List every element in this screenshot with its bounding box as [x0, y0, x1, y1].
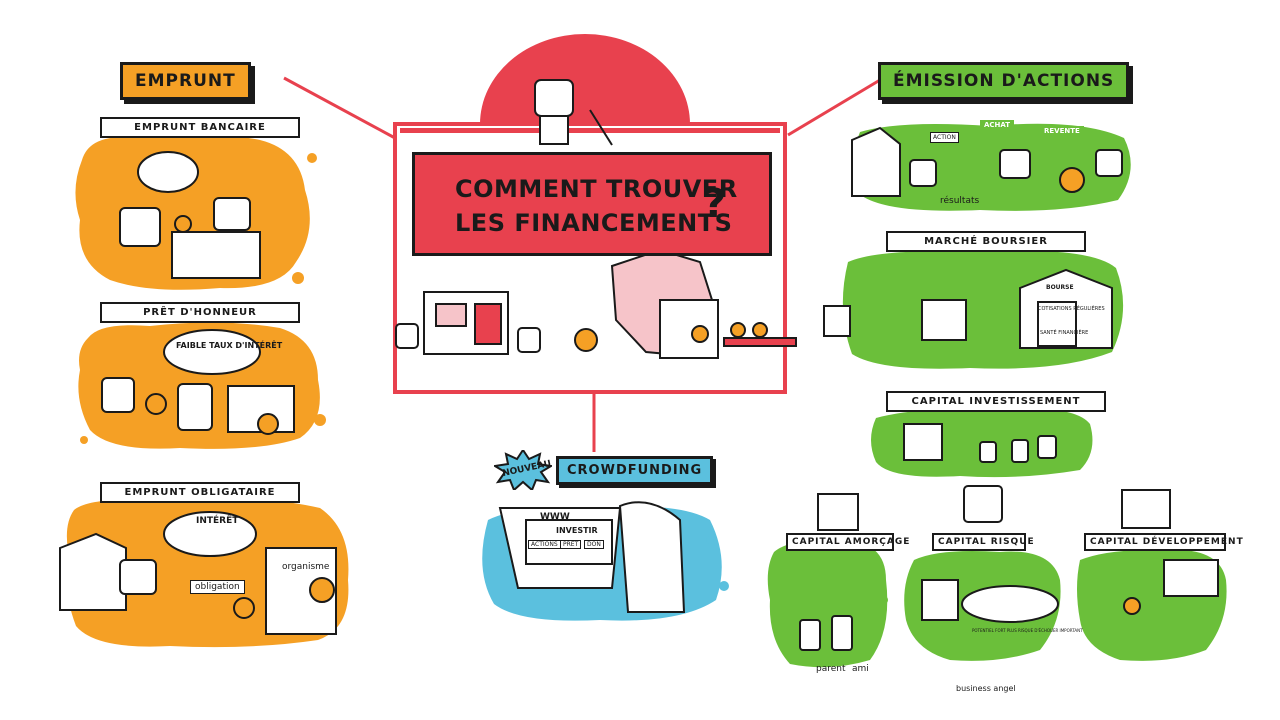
central-frame [393, 34, 787, 394]
pret-button: PRÊT [560, 540, 582, 549]
marche-boursier-ribbon: MARCHÉ BOURSIER [886, 231, 1086, 252]
main-title-box: COMMENT TROUVER LES FINANCEMENTS ? [412, 152, 772, 256]
business-angel-label: business angel [956, 684, 1016, 693]
parent-label: parent [816, 664, 846, 674]
capital-investissement-ribbon: CAPITAL INVESTISSEMENT [886, 391, 1106, 412]
achat-arrow: ACHAT [980, 120, 1015, 130]
action-card: ACTION [930, 132, 959, 143]
don-button: DON [584, 540, 604, 549]
capital-risque-ribbon: CAPITAL RISQUE [932, 533, 1034, 551]
bourse-sign: BOURSE [1046, 284, 1074, 291]
faible-taux-note: FAIBLE TAUX D'INTÉRÊT [176, 341, 283, 350]
organisme-sign: organisme [280, 562, 332, 572]
cotisations-note: COTISATIONS RÉGULIÈRES [1038, 306, 1105, 312]
interet-note: INTÉRÊT [196, 516, 239, 526]
emprunt-bancaire-ribbon: EMPRUNT BANCAIRE [100, 117, 300, 138]
main-title-line-2: LES FINANCEMENTS [455, 209, 733, 237]
crowdfunding-label: CROWDFUNDING [556, 456, 714, 485]
obligation-paper: obligation [190, 580, 245, 594]
www-label: WWW [540, 512, 570, 522]
capital-amorcage-ribbon: CAPITAL AMORÇAGE [786, 533, 909, 551]
cartoon-figures [59, 79, 1219, 651]
starburst-icon [492, 448, 554, 492]
connector-lines [283, 76, 881, 452]
sante-note: SANTÉ FINANCIÈRE [1040, 330, 1089, 336]
emprunt-label: EMPRUNT [120, 62, 251, 100]
main-title-line-1: COMMENT TROUVER [455, 175, 738, 203]
ami-label: ami [852, 664, 869, 674]
resultats-label: résultats [940, 196, 980, 206]
emission-actions-label: ÉMISSION D'ACTIONS [878, 62, 1130, 100]
potentiel-note: POTENTIEL FORT PLUS RISQUE D'ÉCHOUER IMP… [972, 628, 1083, 633]
question-mark: ? [703, 181, 727, 227]
revente-arrow: REVENTE [1040, 126, 1084, 136]
actions-button: ACTIONS [528, 540, 561, 549]
pret-honneur-ribbon: PRÊT D'HONNEUR [100, 302, 300, 323]
capital-developpement-ribbon: CAPITAL DÉVELOPPEMENT [1084, 533, 1243, 551]
nouveau-starburst: NOUVEAU [492, 448, 554, 492]
emprunt-obligataire-ribbon: EMPRUNT OBLIGATAIRE [100, 482, 300, 503]
investir-label: INVESTIR [556, 526, 598, 535]
